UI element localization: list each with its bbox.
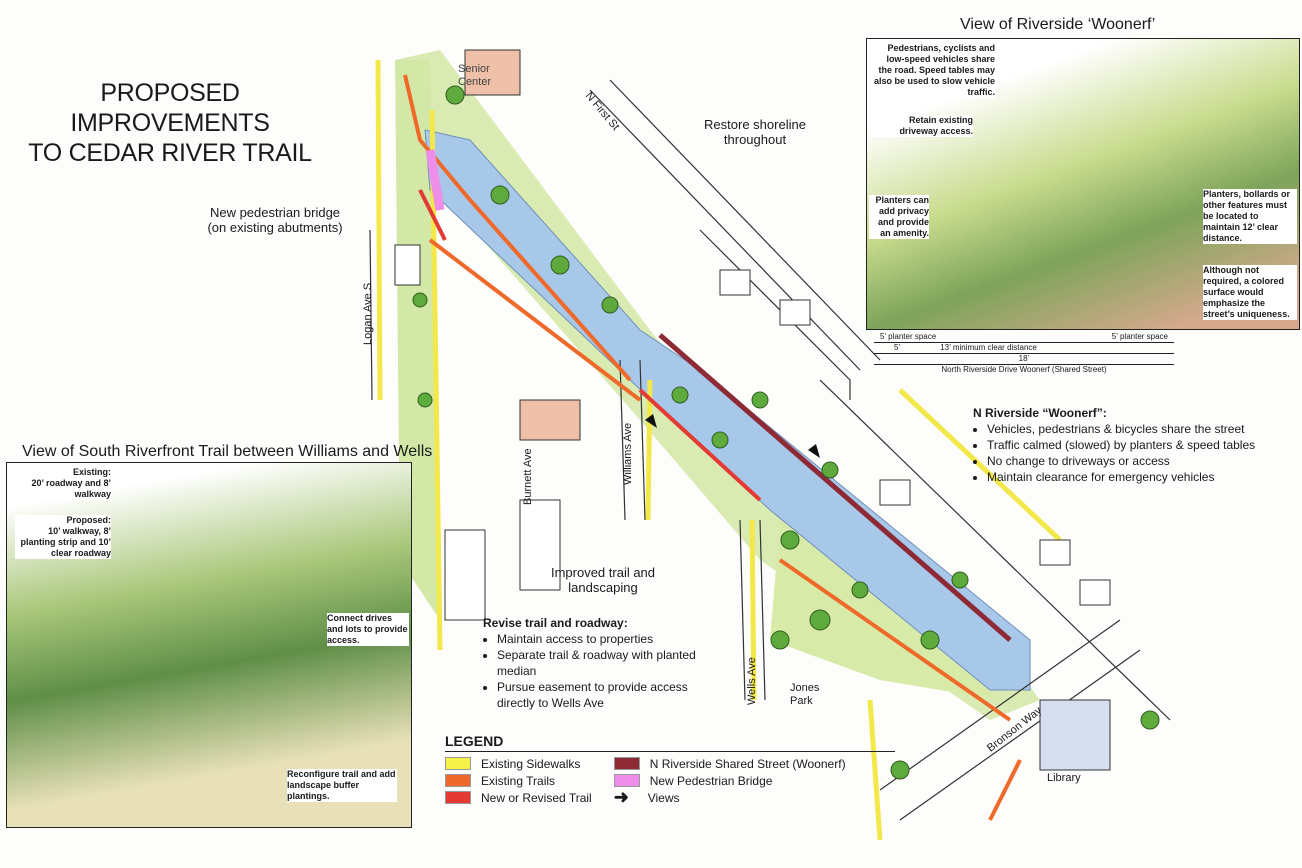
woonerf-item: Traffic calmed (slowed) by planters & sp… xyxy=(987,437,1295,453)
revise-callout: Revise trail and roadway: Maintain acces… xyxy=(483,615,718,711)
dim-total: 18’ xyxy=(874,354,1174,365)
legend-swatch xyxy=(445,791,471,804)
revise-callout-title: Revise trail and roadway: xyxy=(483,616,628,630)
trees xyxy=(412,85,1160,780)
woonerf-view-title: View of Riverside ‘Woonerf’ xyxy=(960,16,1156,33)
woonerf-item: Vehicles, pedestrians & bicycles share t… xyxy=(987,421,1295,437)
woonerf-callout: N Riverside “Woonerf”: Vehicles, pedestr… xyxy=(973,405,1295,485)
woonerf-callout-title: N Riverside “Woonerf”: xyxy=(973,406,1107,420)
woonerf-item: No change to driveways or access xyxy=(987,453,1295,469)
riverfront-view-sketch: Existing:20’ roadway and 8’ walkway Prop… xyxy=(6,462,412,828)
riverfront-view-title: View of South Riverfront Trail between W… xyxy=(22,443,433,460)
woonerf-dimensions: 5’ planter space 5’ planter space 5’ 13’… xyxy=(874,332,1174,375)
label-williams-ave: Williams Ave xyxy=(622,422,634,485)
revise-item: Separate trail & roadway with planted me… xyxy=(497,647,718,679)
revise-item: Pursue easement to provide access direct… xyxy=(497,679,718,711)
cedar-river xyxy=(424,129,1031,691)
new-pedestrian-bridge xyxy=(425,149,445,211)
riverfront-note-proposed: Proposed:10’ walkway, 8’ planting strip … xyxy=(15,515,111,559)
label-improved-trail: Improved trail and landscaping xyxy=(550,565,656,595)
page-title: PROPOSED IMPROVEMENTS TO CEDAR RIVER TRA… xyxy=(10,78,330,168)
title-line-1: PROPOSED IMPROVEMENTS xyxy=(70,79,270,137)
dim-offset: 5’ xyxy=(894,343,901,352)
new-or-revised-trails xyxy=(418,189,762,502)
label-burnett-ave: Burnett Ave xyxy=(522,448,534,505)
label-library: Library xyxy=(1047,772,1081,784)
woonerf-shared-street xyxy=(658,333,1012,642)
view-arrows xyxy=(645,414,820,458)
riverfront-note-connect: Connect drives and lots to provide acces… xyxy=(327,613,409,646)
existing-sidewalks xyxy=(375,59,1062,841)
buildings xyxy=(394,49,1111,771)
label-logan-ave: Logan Ave S xyxy=(362,282,374,345)
woonerf-note-surface: Although not required, a colored surface… xyxy=(1203,265,1297,320)
existing-trails xyxy=(403,74,1022,821)
revise-item: Maintain access to properties xyxy=(497,631,718,647)
legend-item-views: ➜Views xyxy=(613,787,680,807)
woonerf-note-share: Pedestrians, cyclists and low-speed vehi… xyxy=(871,43,995,98)
label-senior-center: Senior Center xyxy=(458,63,492,88)
title-line-2: TO CEDAR RIVER TRAIL xyxy=(28,139,312,167)
legend-item-woonerf: N Riverside Shared Street (Woonerf) xyxy=(613,755,846,772)
dim-left-planter: 5’ planter space xyxy=(880,332,937,341)
legend: LEGEND Existing Sidewalks Existing Trail… xyxy=(445,733,895,807)
label-jones-park: Jones Park xyxy=(790,682,820,707)
legend-swatch xyxy=(613,757,640,770)
legend-column-1: Existing Sidewalks Existing Trails New o… xyxy=(445,755,592,806)
legend-swatch xyxy=(445,774,471,787)
legend-item-existing-sidewalks: Existing Sidewalks xyxy=(445,755,592,772)
legend-column-2: N Riverside Shared Street (Woonerf) New … xyxy=(613,755,846,807)
woonerf-view-sketch: Pedestrians, cyclists and low-speed vehi… xyxy=(866,38,1300,330)
label-restore-shoreline: Restore shoreline throughout xyxy=(704,117,806,147)
park-area xyxy=(395,50,1040,720)
dim-caption: North Riverside Drive Woonerf (Shared St… xyxy=(941,365,1107,374)
dim-clear: 13’ minimum clear distance xyxy=(940,343,1037,352)
woonerf-note-planters: Planters can add privacy and provide an … xyxy=(869,195,929,239)
street-lines xyxy=(369,79,1171,821)
dim-right-planter: 5’ planter space xyxy=(1111,332,1168,341)
legend-item-existing-trails: Existing Trails xyxy=(445,772,592,789)
legend-swatch xyxy=(613,774,640,787)
jones-park-area xyxy=(770,520,1000,700)
legend-swatch xyxy=(445,757,471,770)
woonerf-note-driveway: Retain existing driveway access. xyxy=(873,115,973,137)
woonerf-item: Maintain clearance for emergency vehicle… xyxy=(987,469,1295,485)
woonerf-note-bollards: Planters, bollards or other features mus… xyxy=(1203,189,1297,244)
legend-title: LEGEND xyxy=(445,733,895,752)
arrow-right-icon: ➜ xyxy=(613,787,629,807)
riverfront-note-existing: Existing:20’ roadway and 8’ walkway xyxy=(15,467,111,500)
legend-item-new-trail: New or Revised Trail xyxy=(445,789,592,806)
riverfront-note-reconfigure: Reconfigure trail and add landscape buff… xyxy=(287,769,397,802)
legend-item-bridge: New Pedestrian Bridge xyxy=(613,772,846,789)
label-wells-ave: Wells Ave xyxy=(746,657,758,705)
label-new-pedestrian-bridge: New pedestrian bridge (on existing abutm… xyxy=(207,205,343,235)
